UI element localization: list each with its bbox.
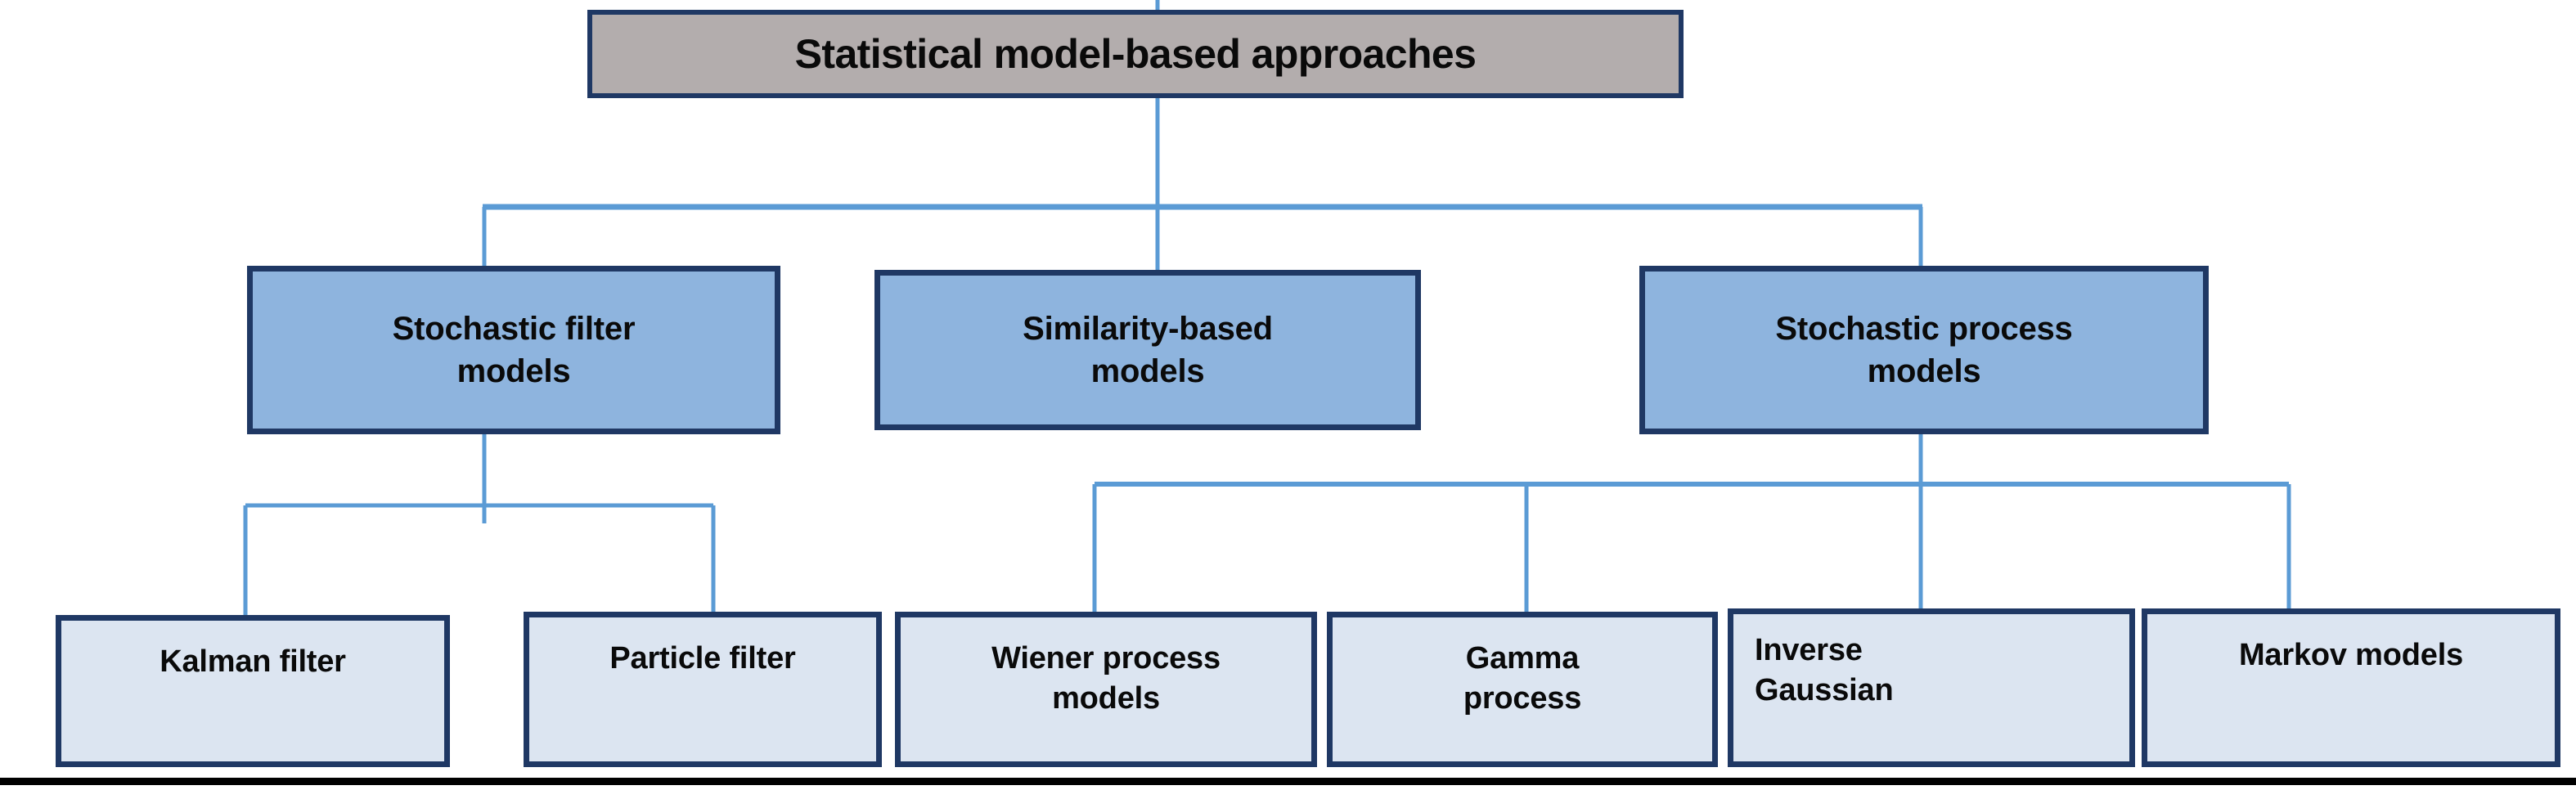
node-root-label: Statistical model-based approaches xyxy=(794,30,1477,77)
node-inverse-gaussian[interactable]: Inverse Gaussian xyxy=(1728,608,2135,767)
node-similarity-based-models-label: Similarity-based models xyxy=(1023,311,1273,389)
node-markov-models[interactable]: Markov models xyxy=(2142,608,2560,767)
node-markov-models-label: Markov models xyxy=(2238,638,2464,672)
node-stochastic-process-models-label: Stochastic process models xyxy=(1775,311,2073,389)
node-root[interactable]: Statistical model-based approaches xyxy=(587,10,1684,98)
node-wiener-process-models[interactable]: Wiener process models xyxy=(895,612,1317,767)
node-particle-filter[interactable]: Particle filter xyxy=(524,612,882,767)
node-stochastic-process-models[interactable]: Stochastic process models xyxy=(1639,266,2209,434)
node-wiener-process-models-label: Wiener process models xyxy=(991,641,1221,716)
node-stochastic-filter-models[interactable]: Stochastic filter models xyxy=(247,266,780,434)
node-inverse-gaussian-label: Inverse Gaussian xyxy=(1755,633,1894,708)
node-gamma-process-label: Gamma process xyxy=(1463,641,1582,716)
node-kalman-filter-label: Kalman filter xyxy=(160,644,346,679)
baseline-divider xyxy=(0,778,2576,785)
node-stochastic-filter-models-label: Stochastic filter models xyxy=(392,311,636,389)
node-particle-filter-label: Particle filter xyxy=(609,641,796,676)
node-similarity-based-models[interactable]: Similarity-based models xyxy=(874,270,1421,430)
node-kalman-filter[interactable]: Kalman filter xyxy=(56,615,450,767)
node-gamma-process[interactable]: Gamma process xyxy=(1327,612,1718,767)
